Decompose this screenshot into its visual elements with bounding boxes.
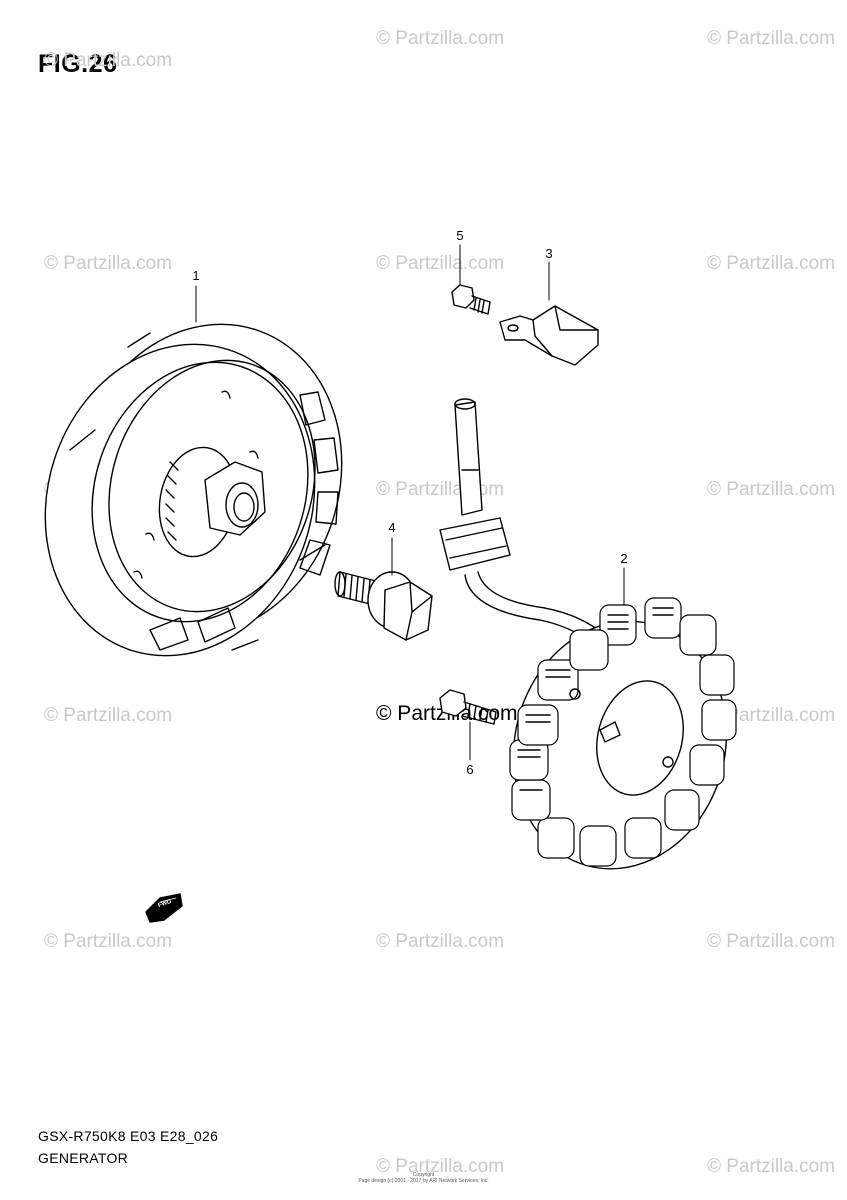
footer-copyright: Copyright: [412, 1172, 435, 1178]
figure-title: FIG.26: [38, 50, 118, 78]
watermark: © Partzilla.com: [707, 479, 836, 500]
figure-caption: GENERATOR: [38, 1150, 129, 1166]
stator-part-2[interactable]: [439, 398, 754, 893]
callout-1: 1: [192, 268, 200, 283]
callout-6: 6: [466, 762, 474, 777]
bolt-part-5[interactable]: [451, 284, 491, 315]
footer-design: Page design (c) 2001 - 2017 by ARI Netwo…: [358, 1178, 489, 1184]
callout-2: 2: [620, 551, 628, 566]
watermark: © Partzilla.com: [44, 705, 173, 726]
bolt-part-4[interactable]: [334, 571, 433, 641]
watermark: © Partzilla.com: [376, 28, 505, 49]
watermark: © Partzilla.com: [44, 253, 173, 274]
watermark: © Partzilla.com: [376, 931, 505, 952]
watermark: © Partzilla.com: [707, 28, 836, 49]
model-code: GSX-R750K8 E03 E28_026: [38, 1128, 219, 1144]
watermark: © Partzilla.com: [44, 931, 173, 952]
watermark: © Partzilla.com: [707, 253, 836, 274]
callout-4: 4: [388, 520, 396, 535]
clamp-part-3[interactable]: [499, 305, 599, 366]
callout-3: 3: [545, 246, 553, 261]
bolt-part-6[interactable]: [439, 689, 497, 725]
callout-5: 5: [456, 228, 464, 243]
watermark: © Partzilla.com: [707, 705, 836, 726]
fwd-arrow-icon: [145, 893, 183, 923]
watermark: © Partzilla.com: [376, 253, 505, 274]
watermark: © Partzilla.com: [707, 931, 836, 952]
watermark: © Partzilla.com: [707, 1156, 836, 1177]
rotor-part-1[interactable]: [6, 289, 382, 691]
watermark: © Partzilla.com: [376, 1156, 505, 1177]
watermark: © Partzilla.com: [44, 50, 173, 71]
